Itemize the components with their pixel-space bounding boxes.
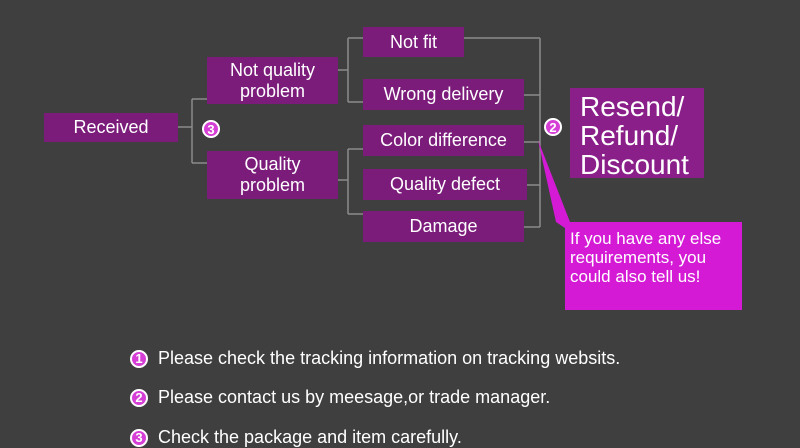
callout-bubble [538,140,742,310]
received-label: Received [73,117,149,137]
received-box: Received [44,113,178,142]
not-quality-problem-label: Not quality problem [229,59,316,101]
damage-box: Damage [363,211,524,242]
note-number-badge: 1 [130,349,148,368]
step-badge-2: 2 [544,118,562,136]
not-quality-problem-box: Not quality problem [207,57,338,104]
callout-text: If you have any else requirements, you c… [570,229,722,286]
damage-label: Damage [409,216,478,236]
step-badge-3: 3 [202,120,220,138]
note-text: Check the package and item carefully. [158,427,462,447]
note-item: 1 Please check the tracking information … [130,348,620,369]
not-fit-label: Not fit [389,31,437,52]
outcome-box: Resend/ Refund/ Discount [570,88,704,180]
note-number-badge: 2 [130,388,148,407]
wrong-delivery-label: Wrong delivery [383,84,504,104]
outcome-label: Resend/ Refund/ Discount [580,91,689,180]
not-fit-box: Not fit [363,27,464,57]
note-text: Please check the tracking information on… [158,348,621,368]
note-text: Please contact us by meesage,or trade ma… [158,387,551,407]
note-item: 2 Please contact us by meesage,or trade … [130,387,550,408]
note-item: 3 Check the package and item carefully. [130,427,462,448]
color-difference-label: Color difference [380,130,507,150]
quality-problem-label: Quality problem [239,154,306,195]
quality-defect-label: Quality defect [389,174,501,194]
quality-problem-box: Quality problem [207,151,338,199]
note-number-badge: 3 [130,428,148,447]
quality-defect-box: Quality defect [363,169,527,200]
wrong-delivery-box: Wrong delivery [363,79,524,110]
color-difference-box: Color difference [363,125,524,156]
